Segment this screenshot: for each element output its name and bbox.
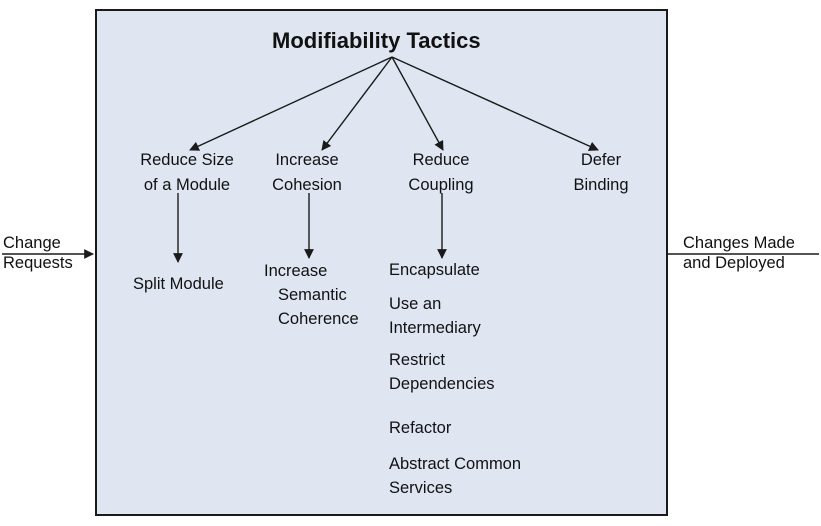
tactic-increase-semantic-coherence: Increase Semantic Coherence (264, 259, 359, 331)
category-label-line2: Cohesion (272, 176, 342, 194)
category-label-line2: of a Module (143, 176, 231, 194)
input-label-line1: Change (3, 234, 61, 252)
category-reduce-size: Reduce Size of a Module (131, 148, 243, 198)
output-label-line1: Changes Made (683, 234, 795, 252)
tactic-split-module: Split Module (133, 272, 224, 297)
tactic-encapsulate: Encapsulate (389, 258, 480, 283)
tactics-frame (95, 9, 668, 516)
diagram-title: Modifiability Tactics (272, 28, 481, 53)
tactic-label: Refactor (389, 419, 452, 437)
tactic-label-line1: Abstract Common (389, 455, 522, 473)
category-label-line1: Defer (580, 151, 622, 169)
tactic-label-line2: Intermediary (389, 319, 481, 337)
category-increase-cohesion: Increase Cohesion (262, 148, 352, 198)
tactic-refactor: Refactor (389, 416, 451, 441)
category-defer-binding: Defer Binding (562, 148, 640, 198)
tactic-label-line2: Semantic (278, 286, 347, 304)
output-label: Changes Made and Deployed (683, 233, 795, 273)
tactic-label-line2: Dependencies (389, 375, 495, 393)
tactic-restrict-dependencies: Restrict Dependencies (389, 348, 495, 396)
tactic-label-line2: Services (389, 479, 453, 497)
tactic-label-line1: Restrict (389, 351, 445, 369)
tactic-label-line3: Coherence (278, 310, 359, 328)
tactic-label: Encapsulate (389, 261, 480, 279)
tactic-label-line1: Use an (389, 295, 442, 313)
tactic-abstract-common-services: Abstract Common Services (389, 452, 521, 500)
category-label-line2: Binding (573, 176, 629, 194)
tactic-use-an-intermediary: Use an Intermediary (389, 292, 481, 340)
category-label-line1: Reduce Size (140, 151, 234, 169)
category-label-line1: Increase (275, 151, 339, 169)
category-label-line2: Coupling (408, 176, 474, 194)
category-label-line1: Reduce (412, 151, 470, 169)
tactic-label: Split Module (133, 275, 224, 293)
tactic-label-line1: Increase (264, 262, 328, 280)
output-label-line2: and Deployed (683, 254, 785, 272)
input-label-line2: Requests (3, 254, 73, 272)
category-reduce-coupling: Reduce Coupling (396, 148, 486, 198)
input-label: Change Requests (3, 233, 73, 273)
